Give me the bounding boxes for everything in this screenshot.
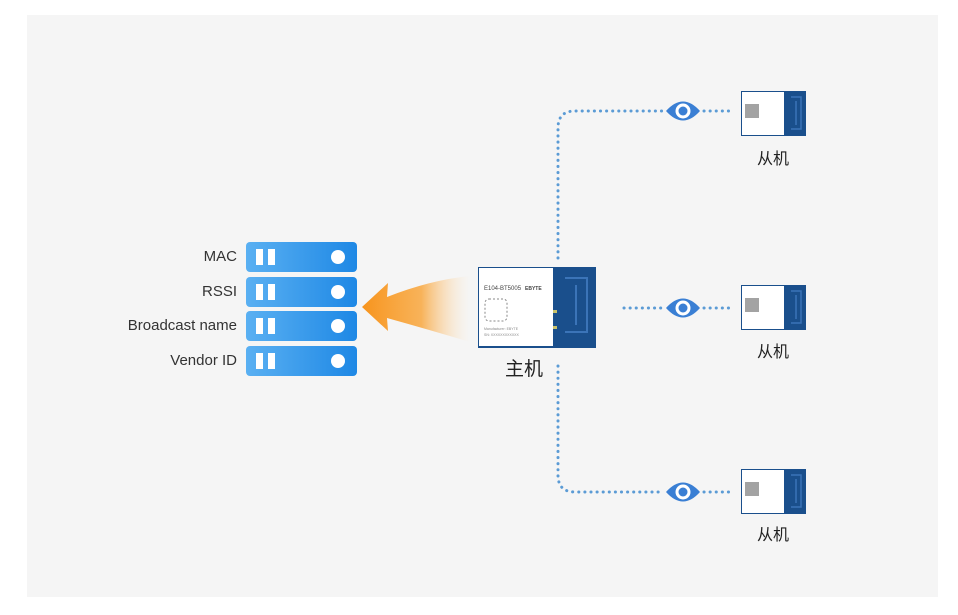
slave-module <box>740 468 807 515</box>
svg-text:Manufacturer: EBYTE: Manufacturer: EBYTE <box>484 327 519 331</box>
connection-lines <box>556 109 732 494</box>
server-unit <box>246 277 357 307</box>
host-module: E104-BT5005 EBYTE Manufacturer: EBYTE SN… <box>478 267 596 348</box>
field-label-broadcast-name: Broadcast name <box>127 317 237 334</box>
host-model-text: E104-BT5005 <box>484 286 522 292</box>
server-unit <box>246 242 357 272</box>
slave-label: 从机 <box>757 525 790 544</box>
field-label-rssi: RSSI <box>201 283 237 300</box>
arrow-left-icon <box>362 276 470 342</box>
svg-text:EBYTE: EBYTE <box>525 286 542 292</box>
slave-module <box>740 90 807 137</box>
slave-label: 从机 <box>757 342 790 361</box>
host-label: 主机 <box>505 358 544 380</box>
server-unit <box>246 311 357 341</box>
slave-module <box>740 284 807 331</box>
eye-icon <box>666 298 700 318</box>
server-unit <box>246 346 357 376</box>
slave-label: 从机 <box>757 149 790 168</box>
server-rack-icon <box>246 242 357 376</box>
field-label-vendor-id: Vendor ID <box>170 352 237 369</box>
field-label-mac: MAC <box>203 248 237 265</box>
eye-icon <box>666 101 700 121</box>
svg-text:SN: XXXXXXXXXXXX: SN: XXXXXXXXXXXX <box>484 333 519 337</box>
eye-icon <box>666 482 700 502</box>
